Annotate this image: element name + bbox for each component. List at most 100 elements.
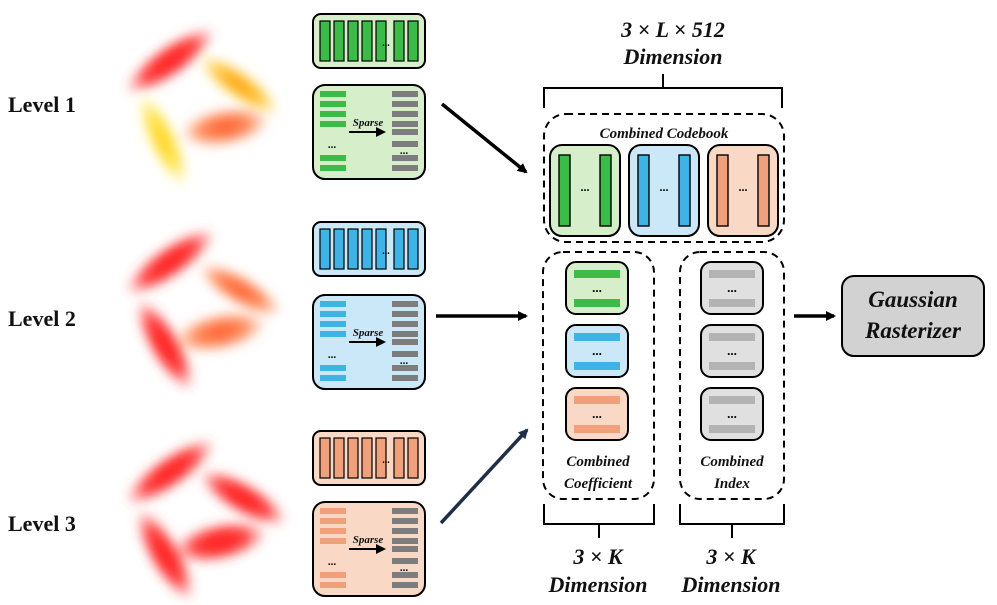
index-row	[392, 375, 418, 381]
gaussian-blob	[198, 468, 288, 528]
codebook-column	[333, 20, 345, 62]
card-bar	[574, 396, 620, 404]
index-row	[392, 141, 418, 147]
gaussian-blob	[172, 310, 268, 354]
index-row	[392, 311, 418, 317]
codebook-dimension-math: 3 × L × 512	[620, 17, 725, 42]
coefficient-row	[320, 311, 346, 317]
card-bar	[574, 425, 620, 433]
coefficient-row	[320, 572, 346, 578]
codebook-column	[393, 228, 405, 270]
codebook-ellipsis: ...	[739, 180, 748, 194]
coefficient-row	[320, 91, 346, 97]
card-ellipsis: ...	[592, 343, 602, 358]
gaussian-blob	[179, 105, 271, 149]
codebook-column	[361, 228, 373, 270]
level-1-gaussians	[124, 27, 281, 188]
codebook-column	[347, 20, 359, 62]
gaussian-rasterizer-box	[841, 275, 985, 357]
index-row	[392, 582, 418, 588]
index-row	[392, 572, 418, 578]
level-3-gaussians	[124, 438, 288, 601]
sparse-ellipsis: ...	[400, 145, 409, 157]
coefficient-row	[320, 538, 346, 544]
card-ellipsis: ...	[727, 280, 737, 295]
index-card-1: ...	[700, 261, 764, 315]
level-panels: .........Sparse.........Sparse.........S…	[312, 13, 426, 597]
codebook-column	[716, 154, 729, 227]
codebook-column	[347, 228, 359, 270]
codebook-brace	[543, 74, 783, 108]
codebook-column	[319, 437, 331, 479]
index-row	[392, 518, 418, 524]
card-bar	[709, 333, 755, 341]
index-row	[392, 558, 418, 564]
codebook-column	[333, 437, 345, 479]
codebook-card-blue: ...	[628, 144, 700, 237]
coefficient-label-line2: Coefficient	[564, 476, 633, 492]
card-bar	[709, 396, 755, 404]
coefficient-row	[320, 365, 346, 371]
card-ellipsis: ...	[592, 406, 602, 421]
coefficient-row	[320, 101, 346, 107]
card-bar	[574, 362, 620, 370]
codebook-column	[375, 228, 387, 270]
coefficient-row	[320, 301, 346, 307]
coefficient-cards: .........	[565, 261, 629, 441]
sparse-ellipsis: ...	[328, 556, 337, 568]
codebook-column	[407, 228, 419, 270]
index-card-2: ...	[700, 324, 764, 378]
coefficient-row	[320, 165, 346, 171]
level-2-gaussians	[124, 228, 283, 391]
card-ellipsis: ...	[727, 343, 737, 358]
codebook-column	[678, 154, 691, 227]
index-row	[392, 121, 418, 127]
codebook-card-orange: ...	[707, 144, 779, 237]
card-bar	[574, 270, 620, 278]
index-row	[392, 165, 418, 171]
index-dimension-math: 3 × K	[705, 544, 757, 569]
coefficient-row	[320, 528, 346, 534]
index-row	[392, 508, 418, 514]
combined-coefficient-box	[542, 251, 655, 500]
card-bar	[574, 299, 620, 307]
codebook-column	[347, 437, 359, 479]
codebook-column	[319, 20, 331, 62]
gaussian-blob	[135, 509, 195, 601]
card-ellipsis: ...	[727, 406, 737, 421]
coefficient-row	[320, 375, 346, 381]
codebook-column	[393, 437, 405, 479]
card-bar	[709, 425, 755, 433]
index-row	[392, 129, 418, 135]
sparse-label: Sparse	[353, 117, 384, 129]
codebook-column	[393, 20, 405, 62]
index-row	[392, 538, 418, 544]
level-2-label: Level 2	[8, 306, 76, 331]
index-cards: .........	[700, 261, 764, 441]
index-row	[392, 365, 418, 371]
coefficient-dimension-word: Dimension	[547, 572, 647, 597]
gaussian-blob	[136, 92, 190, 188]
coefficient-brace	[543, 504, 655, 538]
codebook-column	[757, 154, 770, 227]
card-bar	[709, 270, 755, 278]
codebook-ellipsis: ...	[581, 180, 590, 194]
codebook-column	[407, 20, 419, 62]
gaussian-blob	[172, 520, 268, 564]
coefficient-card-green: ...	[565, 261, 629, 315]
level-3-panels: .........Sparse	[312, 430, 426, 597]
combined-codebook-cards: .........	[549, 144, 779, 237]
index-row	[392, 351, 418, 357]
index-row	[392, 301, 418, 307]
gaussian-blob	[124, 438, 216, 506]
sparse-ellipsis: ...	[400, 355, 409, 367]
index-brace	[679, 504, 785, 538]
level-1-label: Level 1	[8, 92, 76, 117]
coefficient-row	[320, 582, 346, 588]
index-row	[392, 91, 418, 97]
rasterizer-label-line1: Gaussian	[868, 287, 957, 312]
arrow-level-3-to-combined	[439, 428, 529, 525]
coefficient-row	[320, 111, 346, 117]
combined-index-box	[679, 251, 785, 500]
codebook-ellipsis: ...	[382, 38, 390, 49]
